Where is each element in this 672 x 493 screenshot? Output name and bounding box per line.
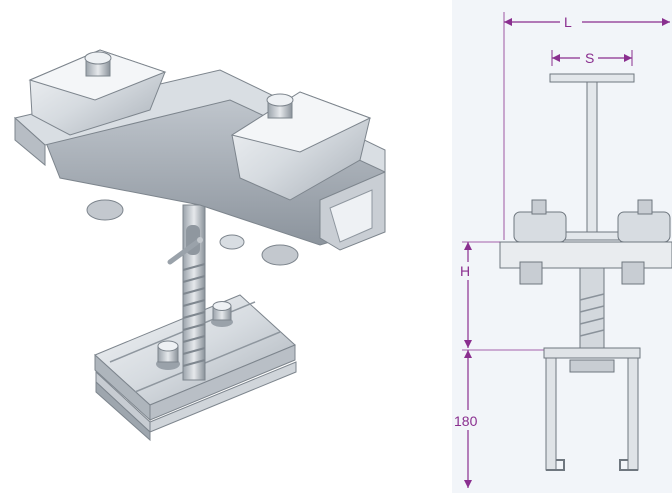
- dimension-S: S: [551, 50, 633, 66]
- technical-cross-section: L S H: [454, 12, 672, 488]
- clamp-jaw-left: [28, 49, 167, 136]
- label-L: L: [564, 14, 572, 30]
- label-S: S: [585, 50, 594, 66]
- rail-profile-section: [543, 347, 641, 471]
- plate-bolt-back: [211, 301, 233, 327]
- i-beam-section: [516, 73, 668, 241]
- label-H: H: [460, 263, 470, 279]
- dimension-L: L: [503, 12, 670, 240]
- hanger-rod-section: [579, 267, 605, 349]
- plate-bolt-front: [156, 340, 180, 370]
- label-180: 180: [454, 413, 478, 429]
- rail-base-plate: [94, 294, 297, 442]
- dimension-H: H: [458, 241, 500, 348]
- clamp-section-right: [617, 199, 671, 243]
- threaded-rod: [167, 204, 206, 381]
- clamp-base-bar: [499, 241, 672, 285]
- clamp-section-left: [513, 199, 567, 243]
- isometric-clamp-view: [13, 49, 386, 442]
- dimension-rail-height: 180: [454, 349, 544, 488]
- clamp-jaw-right: [230, 91, 372, 201]
